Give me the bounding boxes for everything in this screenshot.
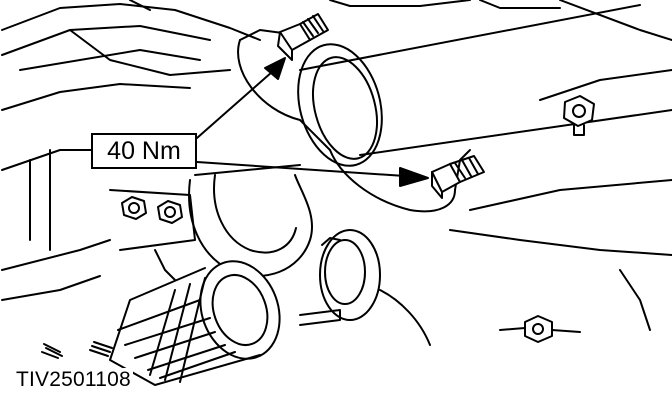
arrow-head-lower [399,167,429,187]
nut-bottom [499,315,581,343]
vehicle-body-outline [1,0,561,301]
figure-id-label: TIV2501108 [14,368,133,392]
stud-lower [431,155,485,199]
mounting-bracket [237,29,471,213]
nut-left-a [121,196,147,220]
stud-upper [277,13,329,61]
bracket-wire [154,249,176,281]
callout-leaders [196,57,429,187]
bracket-plate [109,189,196,251]
converter-body [109,260,281,386]
spring-clip [41,341,113,359]
torque-callout-box: 40 Nm [91,133,197,169]
nut-left-b [157,200,183,224]
heat-shield [299,229,431,346]
arrow-head-upper [264,57,286,80]
exhaust-pipe [188,164,313,277]
nut-right [563,95,595,136]
crossmember-tube [299,0,672,331]
